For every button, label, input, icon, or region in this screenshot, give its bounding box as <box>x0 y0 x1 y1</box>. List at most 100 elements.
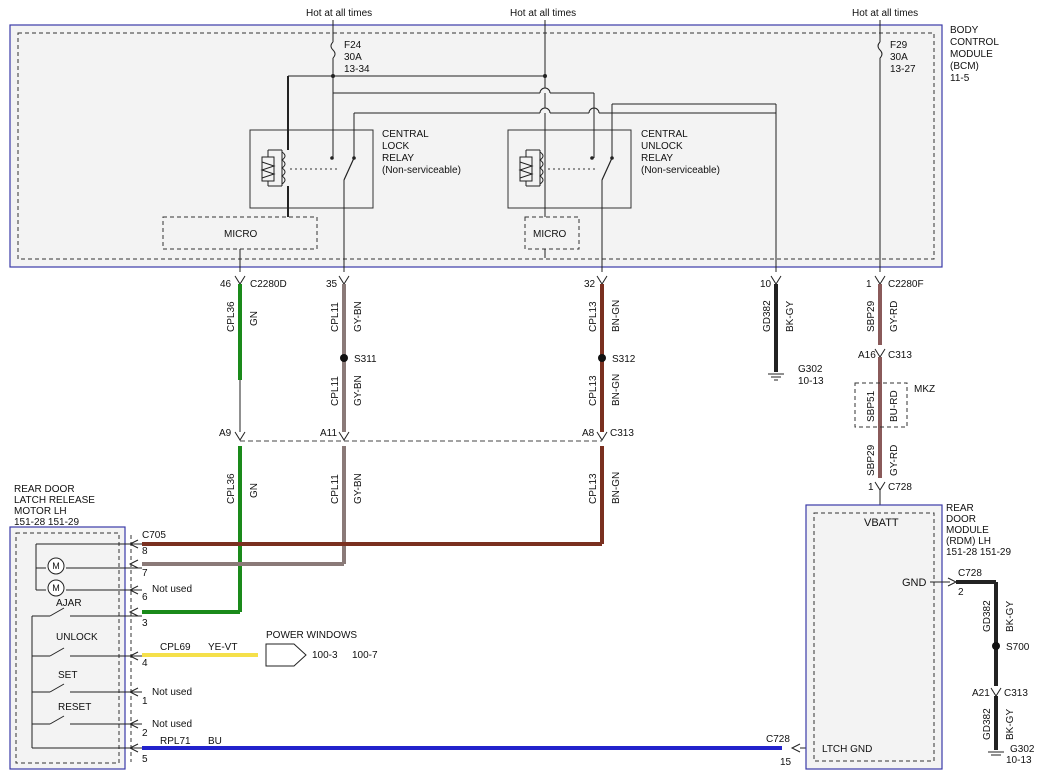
label-hot-3: Hot at all times <box>852 8 918 19</box>
micro-box-2 <box>524 216 580 250</box>
splice-s700 <box>992 642 1000 650</box>
wire-label-sbp29-a: SBP29 <box>866 300 877 332</box>
wire-label-cpl13-b: CPL13 <box>588 375 599 406</box>
bcm-title-4: (BCM) <box>950 61 979 72</box>
central-lock-relay-box <box>249 129 374 209</box>
mkz-option-box <box>854 382 908 428</box>
wire-label-cpl36-a: CPL36 <box>226 301 237 332</box>
wire-bk-gy-top <box>768 284 784 381</box>
pin-a16: A16 <box>858 350 876 361</box>
conn-c313-c: C313 <box>1004 688 1028 699</box>
conn-c2280d: C2280D <box>250 279 287 290</box>
wire-label-bngn-a: BN-GN <box>611 300 622 332</box>
rdm-ltch-gnd: LTCH GND <box>822 744 872 755</box>
ground-g302-a: G302 <box>798 364 823 375</box>
rdm-inner-dashed <box>813 512 935 762</box>
wire-label-cpl36-b: CPL36 <box>226 473 237 504</box>
pin-5: 5 <box>142 754 148 765</box>
splice-label-s311: S311 <box>354 354 377 365</box>
label-hot-1: Hot at all times <box>306 8 372 19</box>
wire-gy-bn <box>142 284 346 566</box>
conn-c705: C705 <box>142 530 166 541</box>
wire-label-bkgy-c: BK-GY <box>1005 709 1016 740</box>
rdm-gnd: GND <box>902 577 927 589</box>
pin-a21: A21 <box>972 688 990 699</box>
wire-label-yevt: YE-VT <box>208 642 237 653</box>
power-windows-ref-2: 100-7 <box>352 650 378 661</box>
pin-3: 3 <box>142 618 148 629</box>
pin-7: 7 <box>142 568 148 579</box>
wire-label-gn-b: GN <box>249 483 260 498</box>
switch-unlock: UNLOCK <box>56 632 98 643</box>
label-hot-2: Hot at all times <box>510 8 576 19</box>
wire-label-bngn-b: BN-GN <box>611 374 622 406</box>
conn-c2280f: C2280F <box>888 279 924 290</box>
pin-2-rdm: 2 <box>958 587 964 598</box>
bcm-inner-dashed <box>17 32 935 260</box>
pin-15: 15 <box>780 757 792 768</box>
rdm-vbatt: VBATT <box>864 517 899 529</box>
micro-label-2: MICRO <box>533 229 567 240</box>
lock-relay-3: RELAY <box>382 153 414 164</box>
bcm-title-3: MODULE <box>950 49 993 60</box>
relay-coil-unlock <box>518 149 596 187</box>
wire-label-cpl69: CPL69 <box>160 642 191 653</box>
rdm-title-5: 151-28 151-29 <box>946 547 1011 558</box>
rdm-title-1: REAR <box>946 503 974 514</box>
c728-arrow-bottom <box>790 743 801 753</box>
not-used-2: Not used <box>152 687 192 698</box>
pin-10: 10 <box>760 279 772 290</box>
pin-a8: A8 <box>582 428 595 439</box>
wire-label-cpl11-c: CPL11 <box>330 474 341 504</box>
wire-label-bngn-c: BN-GN <box>611 472 622 504</box>
rdm-title-3: MODULE <box>946 525 989 536</box>
lock-relay-1: CENTRAL <box>382 129 429 140</box>
power-windows-label: POWER WINDOWS <box>266 630 357 641</box>
unlock-relay-1: CENTRAL <box>641 129 688 140</box>
wire-gn <box>142 284 242 614</box>
power-windows-connector <box>265 643 307 667</box>
fuse-f29-3: 13-27 <box>890 64 916 75</box>
latch-pin-arrows <box>128 539 139 753</box>
unlock-relay-3: RELAY <box>641 153 673 164</box>
wire-label-gn-a: GN <box>249 311 260 326</box>
latch-title-3: MOTOR LH <box>14 506 67 517</box>
pin-a9: A9 <box>219 428 232 439</box>
conn-c728-b: C728 <box>766 734 790 745</box>
fuse-f29-2: 30A <box>890 52 908 63</box>
wire-label-bkgy-a: BK-GY <box>785 301 796 332</box>
motor-icon-2: M <box>47 579 65 597</box>
splice-s312 <box>598 354 606 362</box>
splice-label-s312: S312 <box>612 354 636 365</box>
pin-35: 35 <box>326 279 338 290</box>
wire-label-cpl13-a: CPL13 <box>588 301 599 332</box>
pin-1-f: 1 <box>866 279 872 290</box>
rdm-title-4: (RDM) LH <box>946 536 991 547</box>
not-used-3: Not used <box>152 719 192 730</box>
wire-label-sbp29-b: SBP29 <box>866 444 877 476</box>
svg-text:M: M <box>52 561 60 571</box>
pin-46: 46 <box>220 279 232 290</box>
conn-c313-b: C313 <box>610 428 634 439</box>
motor-icon-1: M <box>47 557 65 575</box>
wire-label-gybn-b: GY-BN <box>353 375 364 406</box>
fuse-f24-3: 13-34 <box>344 64 370 75</box>
wire-label-gybn-a: GY-BN <box>353 301 364 332</box>
ground-g302-a-ref: 10-13 <box>798 376 824 387</box>
bcm-module-box <box>9 24 943 268</box>
option-mkz: MKZ <box>914 384 935 395</box>
unlock-relay-4: (Non-serviceable) <box>641 165 720 176</box>
power-windows-ref-1: 100-3 <box>312 650 338 661</box>
pin-32: 32 <box>584 279 596 290</box>
bcm-title-2: CONTROL <box>950 37 999 48</box>
rdm-module-box <box>805 504 943 770</box>
wire-label-rpl71: RPL71 <box>160 736 191 747</box>
wire-label-bkgy-b: BK-GY <box>1005 601 1016 632</box>
wire-gy-rd <box>874 284 886 505</box>
pin-1: 1 <box>142 696 148 707</box>
wire-label-gd382-c: GD382 <box>982 708 993 740</box>
conn-c313-a: C313 <box>888 350 912 361</box>
wire-label-gyrd-a: GY-RD <box>889 301 900 332</box>
wire-label-cpl13-c: CPL13 <box>588 473 599 504</box>
